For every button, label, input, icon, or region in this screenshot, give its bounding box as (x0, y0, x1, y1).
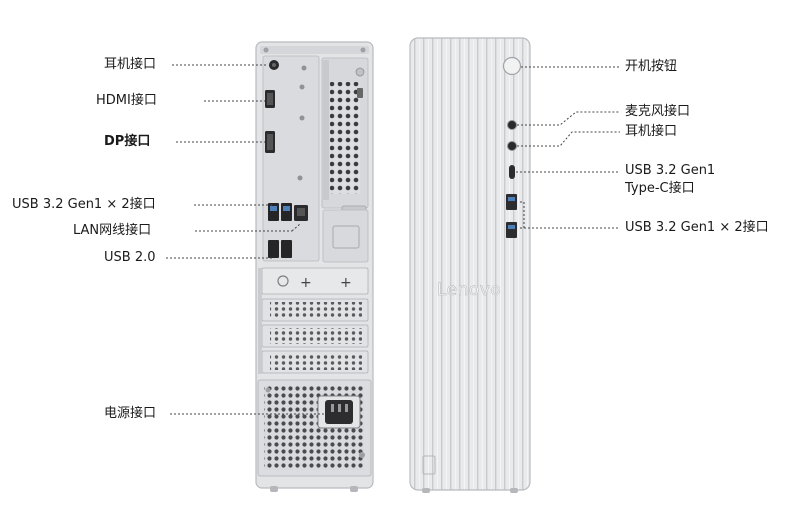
label-rear-headphone: 耳机接口 (104, 57, 157, 72)
label-rear-dp: DP接口 (104, 134, 151, 149)
front-chassis (409, 37, 531, 491)
label-rear-lan: LAN网线接口 (73, 223, 152, 238)
lenovo-logo: Lenovo (437, 280, 501, 300)
front-usbc-port (509, 165, 515, 179)
rear-usb20-port-1 (268, 240, 279, 258)
front-view: Lenovo (409, 37, 531, 493)
front-mic-port (507, 120, 517, 130)
label-front-usbc-line1: USB 3.2 Gen1 (625, 163, 716, 178)
label-rear-usb32: USB 3.2 Gen1 × 2接口 (12, 197, 156, 212)
svg-text:+: + (340, 275, 352, 291)
front-power-button (502, 56, 522, 76)
front-headphone-port (507, 141, 517, 151)
label-front-power-button: 开机按钮 (625, 59, 678, 74)
front-usb32-port-2 (506, 222, 517, 238)
label-front-usbc: USB 3.2 Gen1 Type-C接口 (625, 162, 715, 198)
rear-usb20-port-2 (281, 240, 292, 258)
rear-view: + + (255, 41, 374, 492)
label-front-usb32: USB 3.2 Gen1 × 2接口 (625, 220, 769, 235)
label-front-headphone: 耳机接口 (625, 124, 678, 139)
label-front-mic: 麦克风接口 (625, 104, 691, 119)
io-panel (262, 55, 320, 262)
front-usb32-port-1 (506, 194, 517, 210)
rear-usb32-port-2 (281, 203, 292, 221)
label-rear-power: 电源接口 (104, 406, 157, 421)
label-rear-hdmi: HDMI接口 (96, 93, 157, 108)
rear-usb32-port-1 (268, 203, 279, 221)
label-rear-usb20: USB 2.0 (104, 250, 156, 265)
rear-top-vent (330, 82, 360, 194)
label-front-usbc-line2: Type-C接口 (625, 181, 695, 196)
svg-text:+: + (300, 275, 312, 291)
leader-lines (166, 64, 620, 415)
